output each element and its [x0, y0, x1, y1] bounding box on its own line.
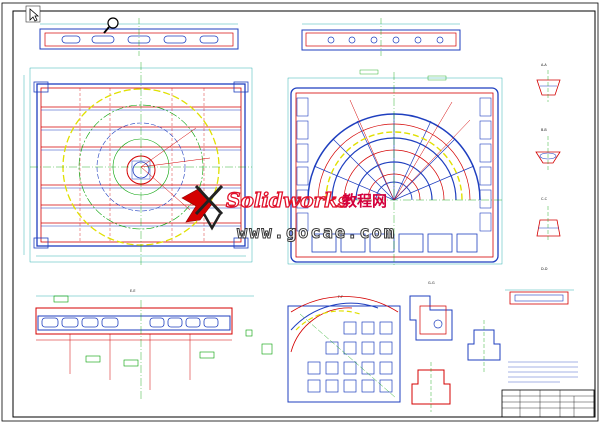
watermark-logo-mark [181, 184, 224, 231]
section-detail-d: D-D [505, 267, 574, 305]
section-label-b: B-B [541, 128, 547, 132]
left-plan-view [23, 62, 253, 266]
section-detail-a: A-A [536, 63, 561, 102]
watermark-brand: Solidworks [226, 188, 349, 212]
section-label-c: C-C [541, 197, 548, 201]
magnifier-icon[interactable] [103, 17, 119, 34]
title-block [501, 389, 595, 418]
watermark-url: www.gocae.com [237, 223, 396, 243]
watermark-brand-cn: 教程网 [341, 192, 387, 210]
section-detail-b: B-B [535, 128, 561, 170]
watermark: Solidworks 教程网 www.gocae.com [181, 184, 396, 244]
bottom-small-details: G-G [409, 281, 578, 412]
section-label-f: F-F [338, 295, 343, 299]
section-label-e: E-E [130, 289, 136, 293]
sheet-border-inner [12, 10, 596, 418]
section-detail-c: C-C [536, 197, 561, 242]
section-label-a: A-A [541, 63, 547, 67]
bottom-partial-plan-view: F-F [287, 295, 401, 403]
arrow-cursor-icon[interactable] [25, 5, 41, 23]
section-label-d: D-D [541, 267, 548, 271]
section-label-g: G-G [428, 281, 435, 285]
right-plan-view [286, 69, 503, 266]
top-left-elevation-view [39, 18, 239, 56]
bottom-left-section-view: E-E [35, 289, 273, 400]
top-right-elevation-view [301, 18, 461, 56]
